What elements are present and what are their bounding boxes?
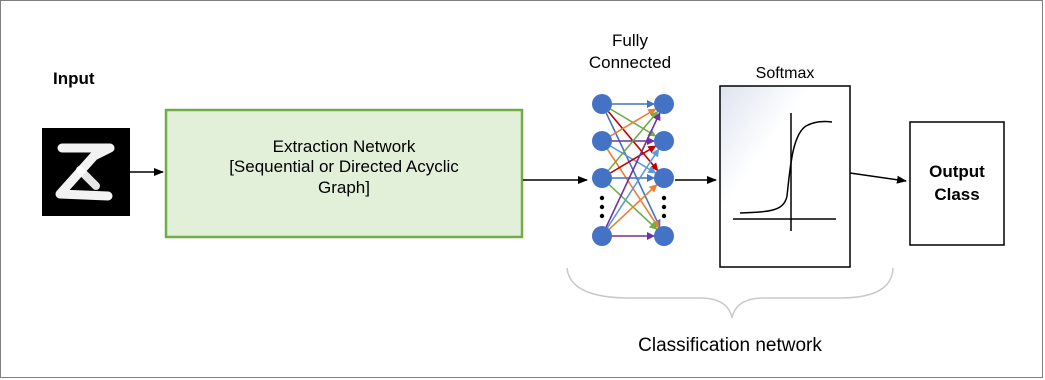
fc-connection: [605, 112, 661, 228]
fc-ellipsis-dot: [661, 213, 667, 219]
fc-output-node: [654, 94, 674, 114]
fully-connected-line2: Connected: [588, 53, 672, 73]
input-digit-image: [42, 128, 130, 216]
softmax-curve-icon: [733, 113, 836, 231]
output-class-box: [909, 121, 1005, 246]
fc-output-node: [654, 226, 674, 246]
fully-connected-label: Fully Connected: [578, 30, 682, 74]
fc-connections: [605, 100, 661, 240]
fc-output-node: [654, 168, 674, 188]
softmax-label: Softmax: [755, 65, 815, 82]
fc-ellipsis-dot: [599, 195, 605, 201]
classification-brace: [566, 267, 894, 319]
fc-connection: [610, 145, 657, 174]
fc-output-node: [654, 131, 674, 151]
fc-input-node: [592, 226, 612, 246]
fc-ellipsis-dot: [661, 204, 667, 210]
fc-ellipsis-dot: [599, 213, 605, 219]
fc-input-node: [592, 168, 612, 188]
fc-connection: [608, 184, 658, 230]
classification-network-label: Classification network: [638, 335, 822, 356]
extraction-label-line1: Extraction Network: [272, 137, 416, 156]
arrow-softmax-to-output: [849, 172, 907, 184]
fc-ellipsis-dot: [599, 204, 605, 210]
fc-input-node: [592, 131, 612, 151]
fully-connected-line1: Fully: [612, 31, 648, 50]
fc-input-node: [592, 94, 612, 114]
fc-nodes: [592, 94, 674, 246]
extraction-label-line3: Graph]: [318, 177, 370, 197]
output-label-line1: Output: [929, 162, 985, 181]
extraction-network-box: [164, 108, 524, 239]
extraction-label-line2: [Sequential or Directed Acyclic: [229, 157, 459, 177]
extraction-network-label: Extraction Network [Sequential or Direct…: [166, 137, 522, 198]
fc-connection: [607, 110, 659, 171]
fc-ellipsis-dot: [661, 195, 667, 201]
output-label-line2: Class: [934, 184, 980, 204]
fc-connection: [606, 148, 660, 229]
fc-connection: [610, 108, 657, 137]
output-class-label: Output Class: [910, 161, 1004, 207]
input-label: Input: [53, 69, 95, 88]
softmax-box: [719, 85, 851, 268]
